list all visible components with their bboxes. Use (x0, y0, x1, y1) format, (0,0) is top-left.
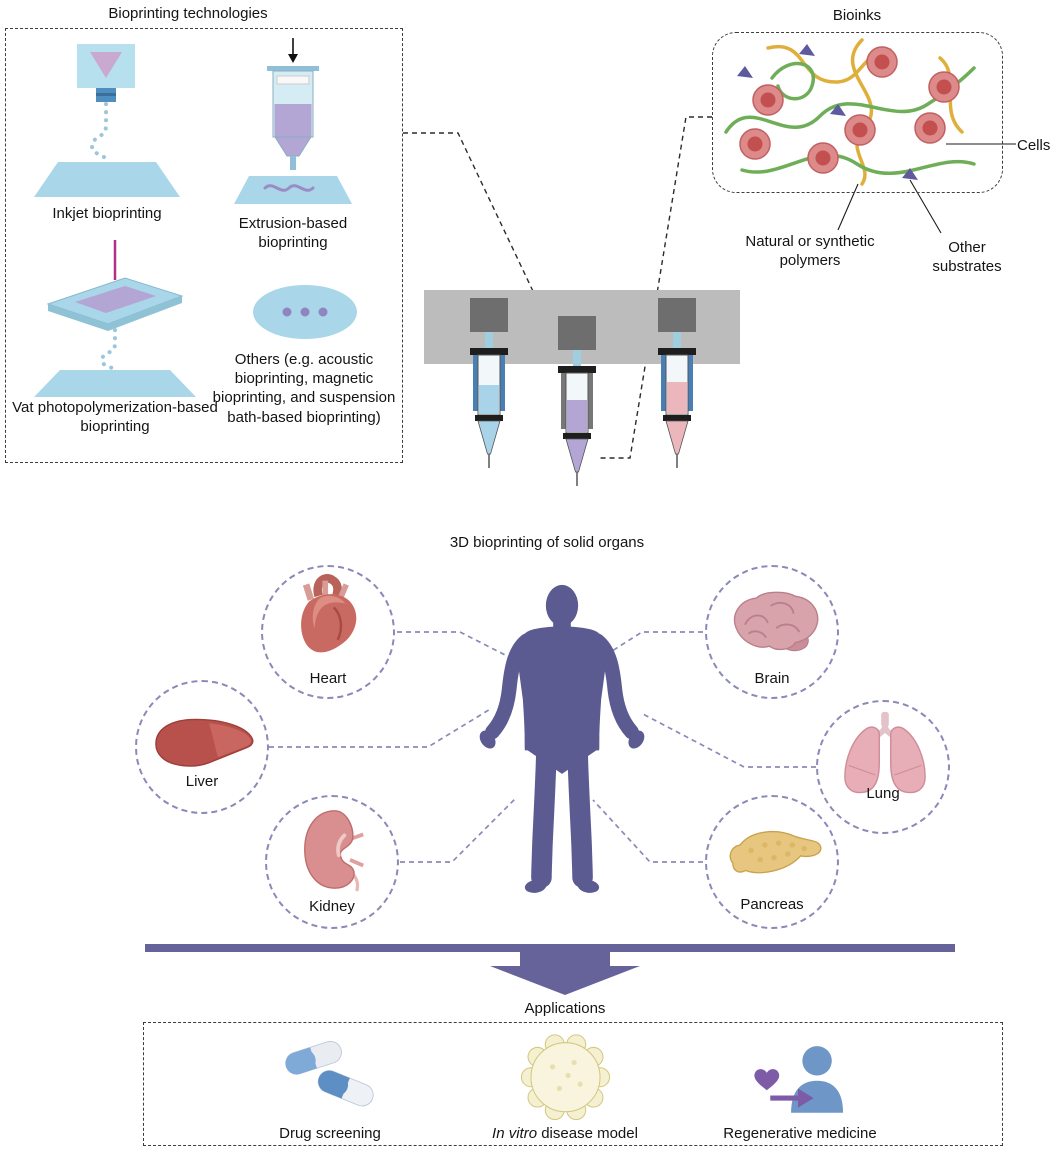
extrusion-label: Extrusion-based bioprinting (238, 215, 348, 252)
others-ellipsis-icon (253, 285, 357, 339)
extrusion-bioprinting-icon (234, 38, 352, 204)
kidney-icon (304, 810, 364, 892)
regenerative-medicine-label: Regenerative medicine (723, 1125, 877, 1142)
organ-label-heart: Heart (309, 670, 347, 687)
applications-panel (143, 1022, 1003, 1146)
inkjet-label: Inkjet bioprinting (52, 205, 162, 222)
disease-model-label: In vitro disease model (445, 1124, 685, 1143)
human-figure (479, 584, 645, 893)
polymers-label: Natural or synthetic polymers (745, 233, 875, 270)
pancreas-icon (729, 830, 822, 874)
organ-circle-kidney: Kidney (265, 795, 399, 929)
syringe-left (470, 348, 508, 468)
lung-icon (844, 711, 926, 794)
bioinks-panel (712, 32, 1003, 193)
down-arrow (490, 951, 640, 995)
disease-model-rest: disease model (537, 1125, 638, 1142)
organ-circle-lung: Lung (816, 700, 950, 834)
bioinks-title: Bioinks (832, 7, 882, 24)
vat-photopolymerization-icon (34, 240, 196, 397)
applications-title: Applications (524, 1000, 606, 1017)
heart-icon (301, 574, 357, 653)
in-vitro-italic: In vitro (492, 1125, 538, 1142)
technologies-title: Bioprinting technologies (108, 5, 268, 22)
others-label: Others (e.g. acoustic bioprinting, magne… (212, 351, 396, 426)
syringe-right (658, 348, 696, 468)
organ-label-pancreas: Pancreas (740, 896, 804, 913)
divider-bar (145, 944, 955, 952)
liver-icon (155, 718, 254, 767)
organs-section-title: 3D bioprinting of solid organs (449, 534, 645, 551)
drug-screening-label: Drug screening (279, 1125, 381, 1142)
organ-circle-pancreas: Pancreas (705, 795, 839, 929)
substrates-label: Other substrates (932, 239, 1002, 276)
organ-label-brain: Brain (754, 670, 790, 687)
organ-label-kidney: Kidney (309, 898, 355, 915)
technologies-panel (5, 28, 403, 463)
pills-icon (285, 1040, 374, 1107)
vat-label: Vat photopolymerization-based bioprintin… (12, 399, 218, 436)
organ-circle-heart: Heart (261, 565, 395, 699)
organ-label-liver: Liver (185, 773, 219, 790)
inkjet-bioprinting-icon (34, 44, 180, 197)
brain-icon (733, 591, 819, 652)
organoid-icon (520, 1034, 611, 1121)
regenerative-medicine-icon (754, 1046, 844, 1113)
syringe-center (558, 366, 596, 486)
printer-illustration (424, 290, 740, 486)
organ-circle-brain: Brain (705, 565, 839, 699)
cells-label: Cells (1017, 137, 1051, 154)
bioink-illustration (724, 38, 976, 186)
organ-label-lung: Lung (866, 785, 900, 802)
organ-circle-liver: Liver (135, 680, 269, 814)
